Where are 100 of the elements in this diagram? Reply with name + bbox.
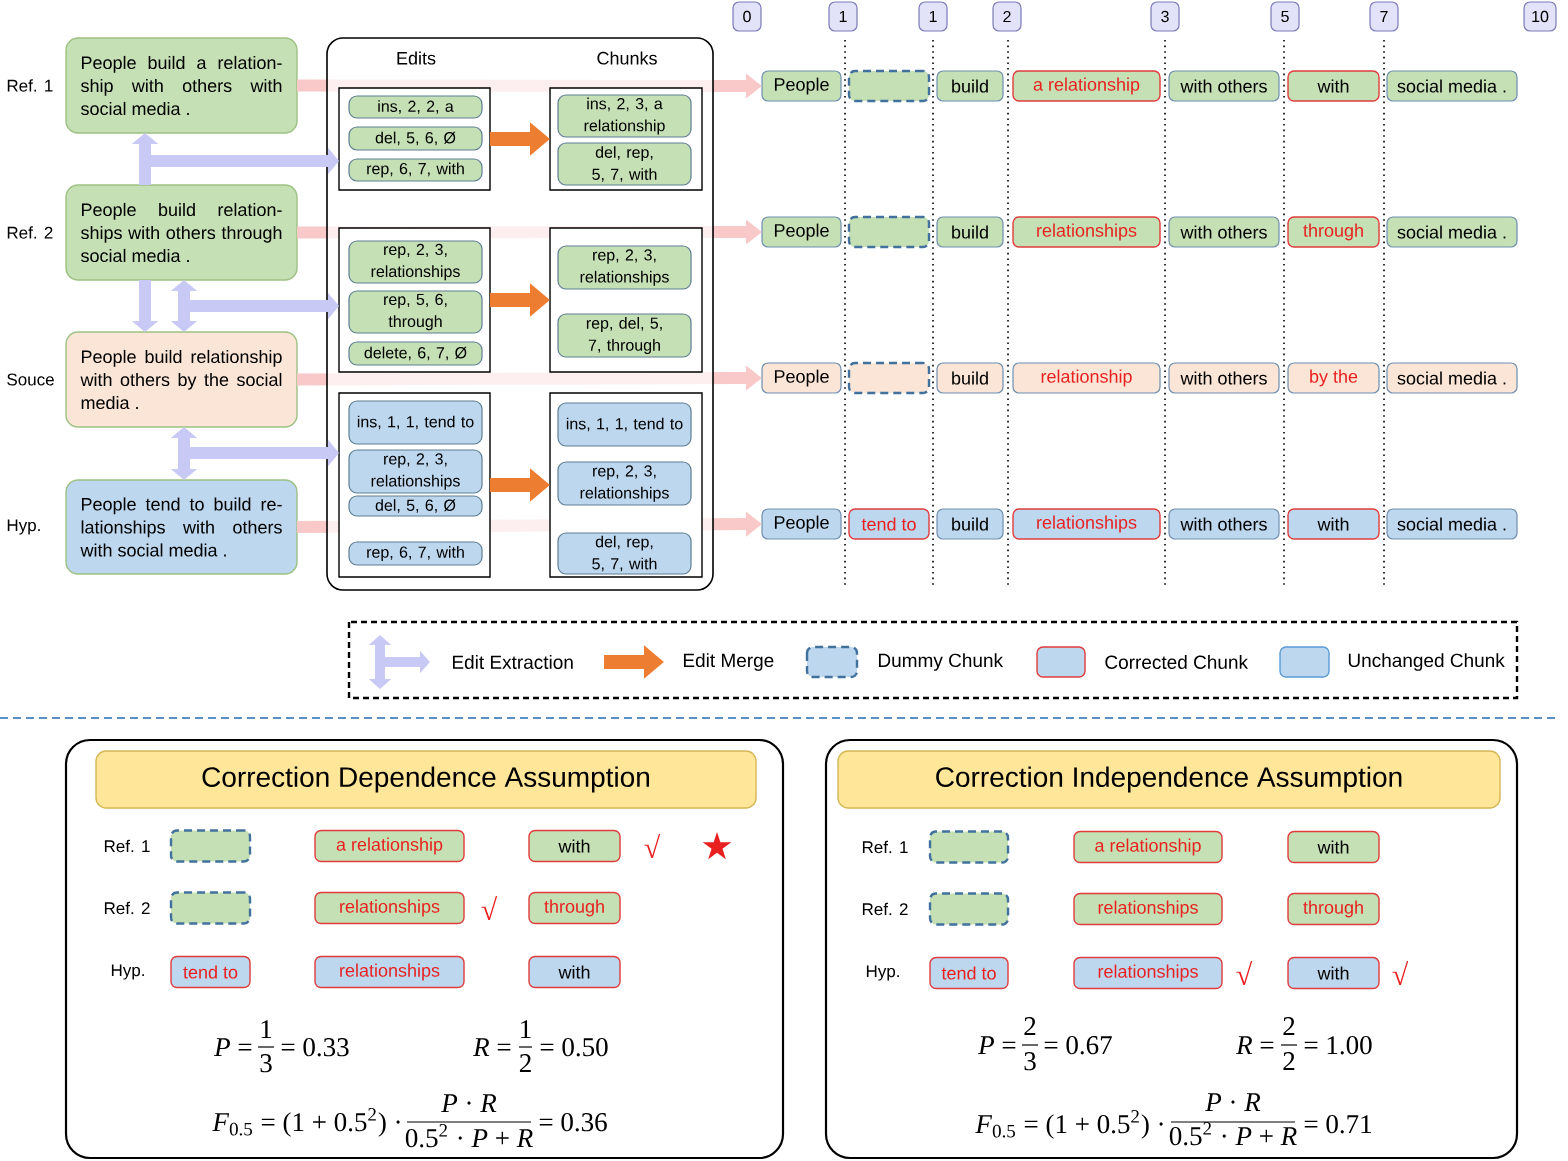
- chunk-box: relationship: [1012, 362, 1161, 394]
- formula: = 1.00: [1304, 1036, 1372, 1055]
- sentence-box: People build a relation- ship with others with social media .: [65, 37, 298, 134]
- title-banner: Correction Independence Assumption: [837, 750, 1501, 809]
- chunk-box: with: [1287, 830, 1380, 864]
- chunk-box: through: [528, 891, 621, 925]
- chunk-box: through: [1287, 892, 1380, 926]
- chunk-box: rep, 2, 3, relationships: [557, 461, 692, 506]
- formula: P · R: [1205, 1093, 1261, 1111]
- index-badge: 3: [1150, 1, 1180, 32]
- chunk-box: a relationship: [1012, 70, 1161, 102]
- chunk-box: with: [1287, 70, 1380, 102]
- chunk-box: People: [761, 216, 842, 248]
- chunk-box: with: [1287, 956, 1380, 990]
- title-banner: Correction Dependence Assumption: [95, 750, 757, 809]
- sentence-box: People build relation- ships with others through social media .: [65, 184, 298, 281]
- row-label: Souce: [7, 373, 54, 386]
- legend-text: Edit Extraction: [453, 655, 573, 669]
- formula: P =: [978, 1036, 1016, 1054]
- chunk-box: social media .: [1386, 70, 1518, 102]
- chunk-box: build: [936, 508, 1004, 540]
- dashed-box: [928, 892, 1010, 926]
- sentence-box: People build relationship with others by the social media .: [65, 331, 298, 428]
- formula: = 0.50: [540, 1038, 608, 1057]
- chunk-box: build: [936, 362, 1004, 394]
- chunk-box: relationships: [1012, 508, 1161, 540]
- formula: = 0.36: [539, 1113, 607, 1132]
- legend-text: Edit Merge: [684, 653, 774, 671]
- chunk-box: by the: [1287, 362, 1380, 394]
- chunk-box: relationships: [314, 955, 465, 989]
- formula: P =: [214, 1038, 252, 1056]
- formula: 0.5$^{2}$ · P + R: [405, 1124, 533, 1148]
- edit-box: del, 5, 6, Ø: [348, 495, 483, 517]
- chunk-box: with others: [1168, 508, 1280, 540]
- chunk-box: with others: [1168, 216, 1280, 248]
- formula: 2: [1283, 1052, 1295, 1070]
- formula: P · R: [441, 1094, 497, 1112]
- index-badge: 0: [732, 1, 762, 32]
- check-mark: √: [1392, 961, 1409, 985]
- row-label: Hyp.: [866, 965, 899, 981]
- dashed-box: [847, 69, 931, 103]
- check-mark: √: [1236, 961, 1253, 985]
- edit-box: rep, 5, 6, through: [348, 290, 483, 334]
- chunk-box: with others: [1168, 362, 1280, 394]
- edit-box: ins, 2, 2, a: [348, 95, 483, 119]
- arrow: [170, 280, 198, 332]
- row-label: Ref. 2: [7, 226, 53, 239]
- legend-text: Corrected Chunk: [1105, 655, 1249, 669]
- sentence-box: People tend to build re- lationships with others with social media .: [65, 479, 298, 575]
- row-label: Ref. 2: [104, 901, 150, 915]
- row-label: Ref. 1: [7, 79, 53, 92]
- index-badge: 10: [1523, 1, 1557, 32]
- check-mark: √: [644, 834, 661, 858]
- index-badge: 2: [992, 1, 1022, 32]
- chunk-box: a relationship: [314, 829, 465, 863]
- index-badge: 1: [918, 1, 948, 32]
- chunk-box: People: [761, 70, 842, 102]
- chunk-box: relationships: [1012, 216, 1161, 248]
- formula: 2: [519, 1054, 531, 1072]
- chunk-box: through: [1287, 216, 1380, 248]
- chunk-box: build: [936, 216, 1004, 248]
- chunk-box: del, rep, 5, 7, with: [557, 532, 692, 575]
- formula: 2: [1283, 1017, 1295, 1035]
- column-heading: Edits: [397, 51, 436, 65]
- legend-text: Dummy Chunk: [879, 653, 1004, 671]
- formula: 1: [261, 1020, 272, 1038]
- chunk-box: build: [936, 70, 1004, 102]
- chunk-box: tend to: [848, 508, 930, 540]
- chunk-box: People: [761, 362, 842, 394]
- arrow: [170, 427, 198, 480]
- row-label: Ref. 2: [862, 902, 908, 916]
- formula: 2: [1024, 1017, 1036, 1035]
- formula: = 0.33: [281, 1038, 349, 1057]
- formula: = 0.67: [1044, 1036, 1112, 1055]
- chunk-box: tend to: [170, 955, 251, 989]
- row-label: Hyp.: [111, 964, 144, 980]
- dashed-box: [847, 215, 931, 249]
- chunk-box: rep, 2, 3, relationships: [557, 245, 692, 290]
- chunk-box: social media .: [1386, 508, 1518, 540]
- dashed-box: [169, 829, 252, 863]
- row-label: Hyp.: [7, 519, 40, 535]
- chunk-box: relationships: [1073, 956, 1223, 990]
- dashed-box: [169, 891, 252, 925]
- chunk-box: social media .: [1386, 216, 1518, 248]
- edit-box: del, 5, 6, Ø: [348, 126, 483, 151]
- formula: = 0.71: [1304, 1115, 1372, 1134]
- legend-text: Unchanged Chunk: [1348, 653, 1505, 671]
- formula: R =: [473, 1038, 511, 1056]
- panel: [64, 738, 785, 1160]
- dashed-box: [847, 361, 931, 395]
- chunk-box: with: [1287, 508, 1380, 540]
- chunk-box: relationships: [314, 891, 465, 925]
- edit-box: ins, 1, 1, tend to: [348, 400, 483, 445]
- chunk-box: relationships: [1073, 892, 1223, 926]
- formula: F$_{0.5}$ = (1 + 0.5$^{2}$) ·: [975, 1110, 1163, 1139]
- formula: 0.5$^{2}$ · P + R: [1169, 1122, 1297, 1146]
- chunk-box: social media .: [1386, 362, 1518, 394]
- formula: 3: [1024, 1052, 1036, 1071]
- row-label: Ref. 1: [862, 840, 908, 854]
- column-heading: Chunks: [597, 51, 657, 65]
